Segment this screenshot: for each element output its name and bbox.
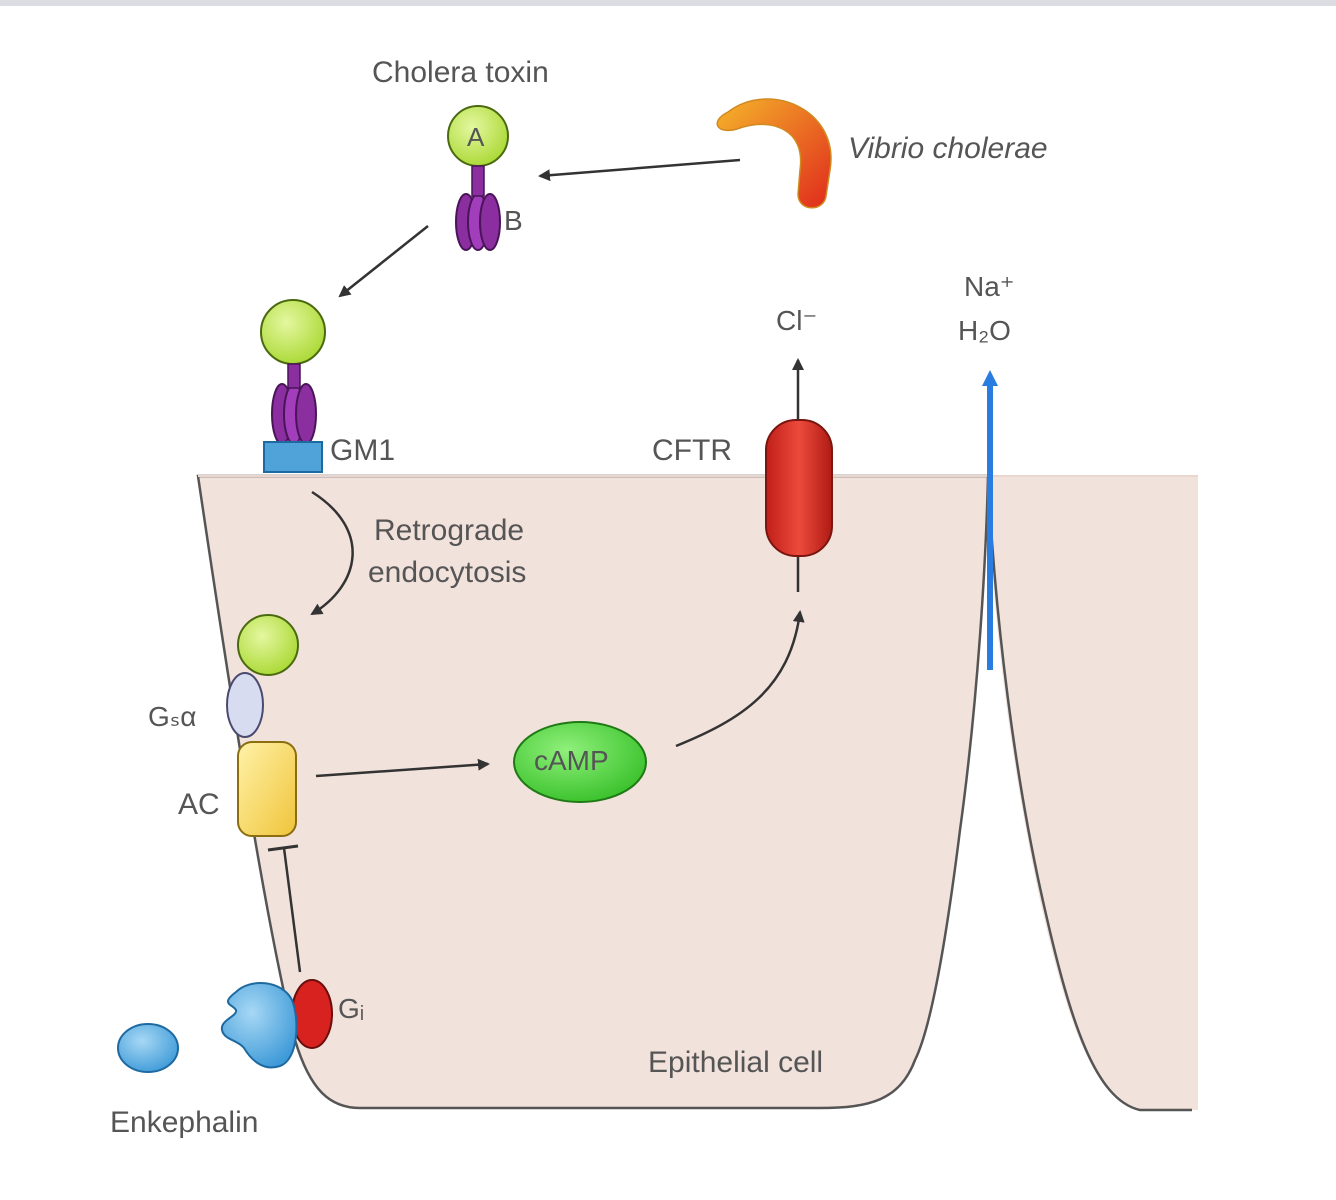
retrograde-label-line2: endocytosis (368, 556, 526, 589)
gi-label: Gᵢ (338, 993, 364, 1024)
gm1-label: GM1 (330, 434, 395, 467)
cftr-channel (765, 419, 833, 557)
neighbor-cell-wall (986, 475, 1192, 1112)
subunit-a-label: A (467, 122, 485, 152)
enkephalin-label: Enkephalin (110, 1106, 258, 1139)
gs-alpha-label: Gₛα (148, 701, 196, 732)
bound-toxin-a (260, 299, 326, 365)
enkephalin-ligand (117, 1023, 179, 1073)
arrow-vibrio-to-toxin (538, 158, 741, 182)
retrograde-label-line1: Retrograde (374, 514, 524, 547)
arrow-ac-to-camp (315, 758, 490, 778)
bound-toxin-b (271, 363, 317, 445)
top-border (0, 0, 1336, 6)
internalized-toxin-a (237, 614, 299, 676)
toxin-b-subunit (455, 165, 501, 251)
arrow-toxin-to-gm1 (338, 225, 429, 298)
cell-fill (198, 476, 1198, 1110)
enkephalin-receptor (220, 981, 298, 1069)
gi-inhibition-line (282, 847, 302, 973)
arrow-camp-to-cftr (675, 610, 805, 748)
cftr-label: CFTR (652, 434, 732, 467)
epithelial-cell-label: Epithelial cell (648, 1046, 823, 1079)
gm1-receptor (263, 441, 323, 473)
sodium-label: Na⁺ (964, 271, 1015, 302)
chloride-label: Cl⁻ (776, 305, 817, 336)
retrograde-endocytosis-arrow (310, 490, 354, 616)
gi-inhibition-bar (267, 844, 299, 852)
camp-label: cAMP (534, 745, 609, 776)
gs-alpha-protein (226, 672, 264, 738)
water-label: H₂O (958, 315, 1011, 346)
ac-label: AC (178, 788, 220, 821)
gi-protein (291, 979, 333, 1049)
camp-molecule (513, 721, 647, 803)
subunit-b-label: B (504, 205, 523, 236)
vibrio-cholerae-bacterium (716, 98, 832, 209)
cholera-toxin-label: Cholera toxin (372, 56, 549, 89)
adenylate-cyclase (237, 741, 297, 837)
vibrio-label: Vibrio cholerae (848, 132, 1048, 165)
